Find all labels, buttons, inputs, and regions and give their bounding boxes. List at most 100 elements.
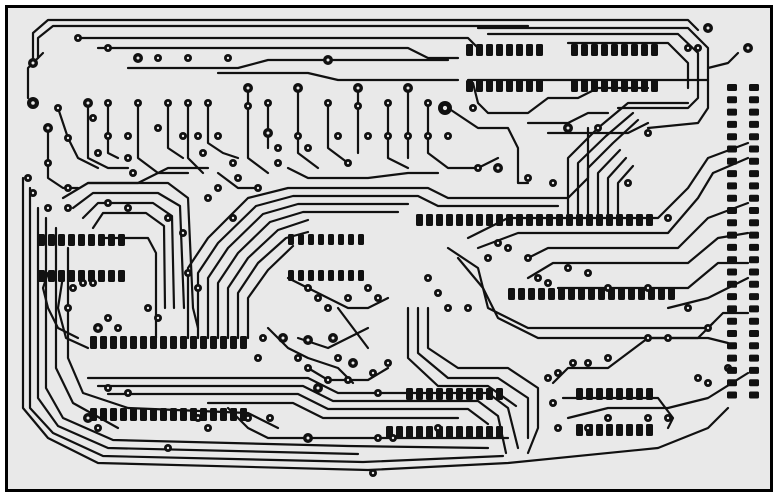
via-hole <box>426 276 430 280</box>
via-hole <box>126 134 130 138</box>
via-hole <box>436 291 440 295</box>
edge-connector-pad <box>749 182 759 190</box>
via-hole <box>306 436 310 440</box>
ic-pad <box>110 336 117 349</box>
edge-connector-pad <box>727 342 737 350</box>
via-hole <box>96 151 100 155</box>
ic-pad <box>200 336 207 349</box>
via-hole <box>536 276 540 280</box>
edge-connector-pad <box>727 194 737 202</box>
ic-pad <box>476 388 483 400</box>
ic-pad <box>308 270 314 281</box>
via-hole <box>331 336 335 340</box>
ic-pad <box>626 388 633 400</box>
ic-pad <box>588 288 595 300</box>
ic-pad <box>486 388 493 400</box>
via-hole <box>376 436 380 440</box>
ic-pad <box>616 424 623 436</box>
ic-pad <box>348 234 354 245</box>
ic-pad <box>496 214 503 226</box>
via-hole <box>106 316 110 320</box>
via-hole <box>526 256 530 260</box>
ic-pad <box>90 336 97 349</box>
edge-connector-pad <box>727 354 737 362</box>
ic-pad <box>318 234 324 245</box>
via-hole <box>281 336 285 340</box>
via-hole <box>31 191 35 195</box>
via-hole <box>86 101 90 105</box>
ic-pad <box>118 234 125 246</box>
edge-connector-pad <box>727 366 737 374</box>
via-hole <box>376 296 380 300</box>
ic-pad <box>98 270 105 282</box>
ic-pad <box>230 408 237 421</box>
ic-pad <box>631 44 638 56</box>
edge-connector-pad <box>749 391 759 399</box>
edge-connector-pad <box>749 317 759 325</box>
ic-pad <box>626 424 633 436</box>
ic-pad <box>358 234 364 245</box>
ic-pad <box>426 426 433 438</box>
via-hole <box>91 281 95 285</box>
via-hole <box>196 134 200 138</box>
via-hole <box>566 126 570 130</box>
via-hole <box>136 101 140 105</box>
via-hole <box>666 416 670 420</box>
ic-pad <box>180 408 187 421</box>
via-hole <box>446 306 450 310</box>
ic-pad <box>476 44 483 56</box>
pcb-artwork <box>5 5 773 492</box>
ic-pad <box>518 288 525 300</box>
edge-connector-pad <box>749 268 759 276</box>
via-hole <box>526 176 530 180</box>
via-hole <box>326 306 330 310</box>
ic-pad <box>486 426 493 438</box>
via-hole <box>306 366 310 370</box>
via-hole <box>126 156 130 160</box>
via-hole <box>696 46 700 50</box>
ic-pad <box>641 44 648 56</box>
edge-connector-pad <box>727 280 737 288</box>
ic-pad <box>581 80 588 92</box>
ic-pad <box>348 270 354 281</box>
ic-pad <box>476 80 483 92</box>
edge-connector-pad <box>727 207 737 214</box>
ic-pad <box>486 80 493 92</box>
edge-connector-pad <box>749 231 759 239</box>
ic-pad <box>536 44 543 56</box>
edge-connector-pad <box>749 379 759 387</box>
ic-pad <box>328 270 334 281</box>
via-hole <box>231 161 235 165</box>
edge-connector-pad <box>749 157 759 165</box>
via-hole <box>386 134 390 138</box>
via-hole <box>166 446 170 450</box>
ic-pad <box>496 80 503 92</box>
via-hole <box>266 101 270 105</box>
ic-pad <box>611 80 618 92</box>
ic-pad <box>536 214 543 226</box>
via-hole <box>471 106 475 110</box>
ic-pad <box>626 214 633 226</box>
via-hole <box>551 401 555 405</box>
ic-pad <box>100 408 107 421</box>
via-hole <box>268 416 272 420</box>
ic-pad <box>48 234 55 246</box>
via-hole <box>26 176 30 180</box>
edge-connector-pad <box>749 305 759 313</box>
ic-pad <box>58 270 65 282</box>
ic-pad <box>651 44 658 56</box>
ic-pad <box>426 388 433 400</box>
ic-pad <box>636 214 643 226</box>
via-hole <box>496 166 500 170</box>
via-hole <box>376 391 380 395</box>
via-hole <box>546 281 550 285</box>
via-hole <box>146 306 150 310</box>
via-hole <box>206 426 210 430</box>
via-hole <box>196 416 200 420</box>
via-hole <box>746 46 750 50</box>
via-hole <box>436 426 440 430</box>
via-pads <box>24 23 753 477</box>
edge-connector-pad <box>749 342 759 350</box>
edge-connector-pad <box>749 108 759 116</box>
via-hole <box>126 206 130 210</box>
